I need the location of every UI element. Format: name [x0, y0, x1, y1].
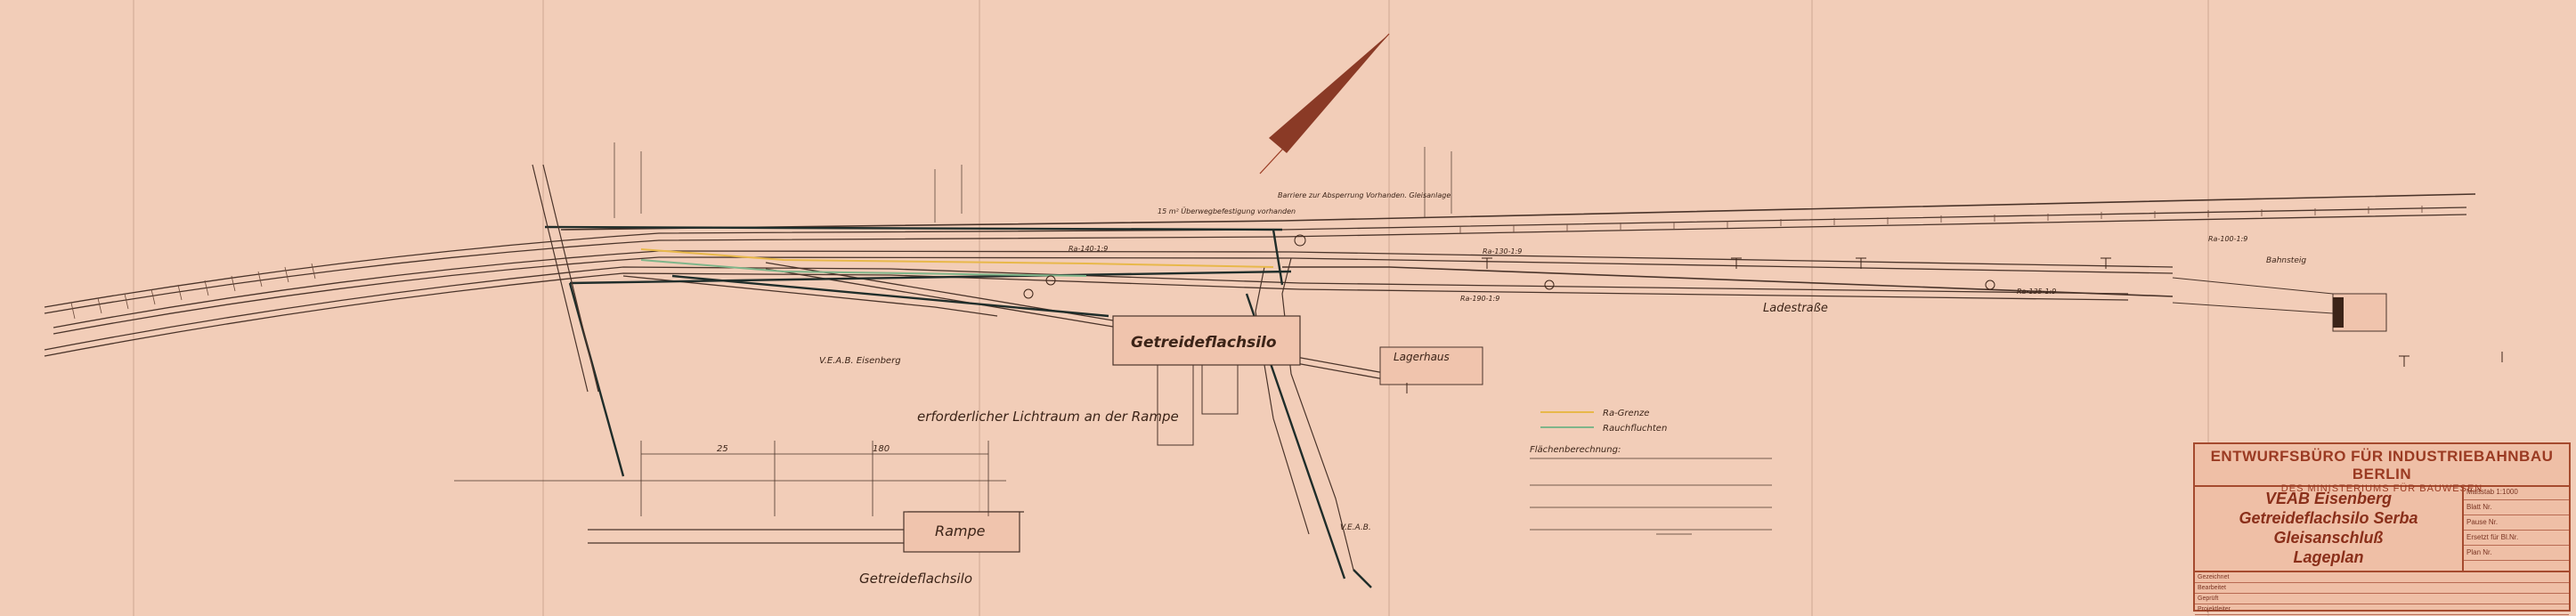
side-row: Ersetzt für Bl.Nr. [2464, 531, 2569, 546]
track-markers [1023, 234, 2503, 393]
road-crossing-left [532, 164, 599, 393]
title-block-signatures: Gezeichnet Bearbeitet Geprüft Projektlei… [2195, 571, 2569, 615]
rail-label: Ra-135-1:9 [2017, 288, 2056, 296]
label-lagerhaus: Lagerhaus [1394, 351, 1450, 363]
side-row: Maßstab 1:1000 [2464, 485, 2569, 500]
track-ties [70, 206, 2423, 320]
title-block: ENTWURFSBÜRO FÜR INDUSTRIEBAHNBAU BERLIN… [2193, 442, 2571, 615]
label-ladestrasse: Ladestraße [1763, 302, 1828, 315]
calc-title: Flächenberechnung: [1530, 445, 1621, 455]
label-lichtraum: erforderlicher Lichtraum an der Rampe [917, 409, 1179, 425]
label-veab-left: V.E.A.B. Eisenberg [819, 356, 901, 366]
legend-fluchten: Rauchfluchten [1603, 424, 1667, 434]
office-name: ENTWURFSBÜRO FÜR INDUSTRIEBAHNBAU BERLIN [2210, 448, 2554, 482]
title-line-4: Lageplan [2293, 548, 2364, 566]
title-block-side: Maßstab 1:1000 Blatt Nr. Pause Nr. Erset… [2464, 485, 2569, 571]
legend [1540, 411, 1594, 428]
sign-row: Projektleiter [2195, 604, 2569, 615]
label-silo-box: Getreideflachsilo [1131, 334, 1277, 352]
railway-tracks [44, 193, 2476, 571]
lagerhaus-building [1379, 346, 1483, 385]
label-rampe: Rampe [935, 523, 986, 539]
label-bahnsteig: Bahnsteig [2266, 256, 2306, 265]
dimension-180: 180 [873, 444, 890, 454]
sign-row: Geprüft [2195, 594, 2569, 604]
north-arrow-icon [1259, 33, 1390, 174]
station-building [2172, 277, 2387, 332]
ramp-profile [454, 441, 1024, 553]
sign-row: Gezeichnet [2195, 572, 2569, 583]
label-getreideflachsilo-bottom: Getreideflachsilo [859, 571, 972, 587]
calculation-table [1530, 458, 1772, 535]
title-line-2: Getreideflachsilo Serba [2239, 509, 2418, 527]
dimension-25: 25 [717, 444, 728, 454]
side-row: Pause Nr. [2464, 515, 2569, 531]
label-veab-bottom: V.E.A.B. [1340, 523, 1371, 532]
annotation-umzaeunung: 15 m² Überwegbefestigung vorhanden [1158, 207, 1296, 215]
title-line-3: Gleisanschluß [2273, 529, 2384, 547]
title-block-main: VEAB Eisenberg Getreideflachsilo Serba G… [2195, 485, 2464, 571]
silo-building [1112, 315, 1301, 446]
sign-row: Bearbeitet [2195, 583, 2569, 594]
paper-fold-lines [133, 0, 2209, 616]
title-line-1: VEAB Eisenberg [2264, 490, 2393, 507]
rail-label: Ra-130-1:9 [1483, 247, 1522, 255]
rail-label: Ra-100-1:9 [2208, 235, 2247, 243]
legend-grenze: Ra-Grenze [1603, 409, 1649, 418]
side-row: Plan Nr. [2464, 546, 2569, 561]
ministry-name: DES MINISTERIUMS FÜR BAUWESEN [2280, 483, 2483, 494]
title-block-header: ENTWURFSBÜRO FÜR INDUSTRIEBAHNBAU BERLIN… [2195, 444, 2569, 494]
rail-label: Ra-190-1:9 [1460, 295, 1499, 303]
rail-label: Ra-140-1:9 [1069, 245, 1108, 253]
curve-annotations [614, 142, 1452, 223]
colored-trace-lines [640, 248, 1274, 277]
side-row: Blatt Nr. [2464, 500, 2569, 515]
annotation-barriere: Barriere zur Absperrung Vorhanden. Gleis… [1278, 191, 1451, 199]
